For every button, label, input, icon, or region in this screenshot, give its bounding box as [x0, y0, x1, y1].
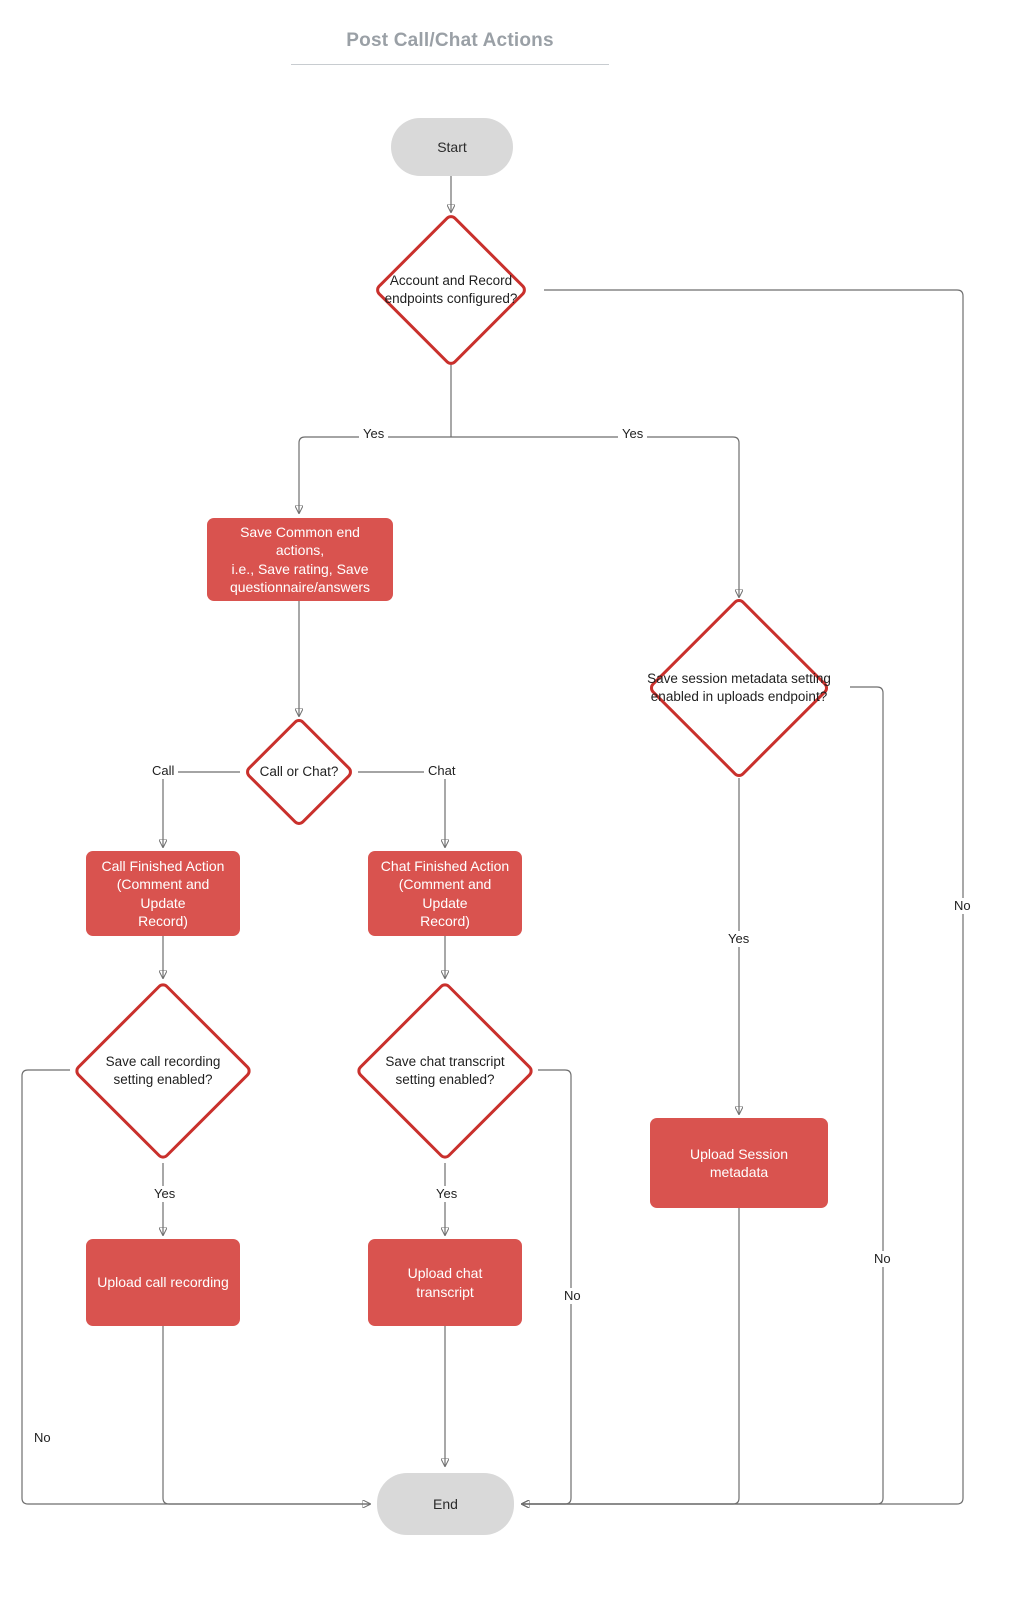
process-line-3: Record): [138, 912, 188, 929]
process-line-1: Upload Session metadata: [689, 1145, 789, 1180]
node-process-call-finished-action[interactable]: Call Finished Action (Comment and Update…: [86, 851, 240, 936]
node-process-chat-finished-action[interactable]: Chat Finished Action (Comment and Update…: [368, 851, 522, 936]
edge-label-branch-chat: Chat: [424, 763, 460, 780]
edge-label-session-meta-yes: Yes: [724, 931, 754, 948]
edge-label-chat-transcript-yes: Yes: [432, 1186, 462, 1203]
edge-endpoints-yes-left: [299, 436, 451, 513]
decision-line-1: Call or Chat?: [259, 764, 339, 780]
node-start[interactable]: Start: [391, 118, 513, 176]
node-decision-call-or-chat[interactable]: Call or Chat?: [240, 716, 358, 828]
node-process-upload-chat-transcript[interactable]: Upload chat transcript: [368, 1239, 522, 1326]
process-line-2: i.e., Save rating, Save: [231, 560, 369, 577]
node-decision-save-chat-transcript[interactable]: Save chat transcript setting enabled?: [352, 978, 538, 1164]
node-end-label: End: [433, 1496, 458, 1512]
edge-label-call-recording-yes: Yes: [150, 1186, 180, 1203]
node-decision-save-call-recording[interactable]: Save call recording setting enabled?: [70, 978, 256, 1164]
page-title: Post Call/Chat Actions: [346, 30, 554, 51]
process-line-1: Chat Finished Action: [380, 857, 510, 874]
decision-line-2: endpoints configured?: [384, 291, 518, 306]
decision-line-2: setting enabled?: [395, 1072, 495, 1087]
decision-line-1: Save call recording: [105, 1054, 221, 1070]
node-decision-save-call-recording-label: Save call recording setting enabled?: [70, 1053, 256, 1089]
node-decision-save-session-metadata[interactable]: Save session metadata setting enabled in…: [628, 596, 850, 780]
node-process-save-common-end-actions[interactable]: Save Common end actions, i.e., Save rati…: [207, 518, 393, 601]
edge-label-session-meta-no: No: [870, 1251, 895, 1268]
process-line-2: (Comment and Update: [398, 876, 492, 911]
node-end[interactable]: End: [377, 1473, 514, 1535]
edge-label-endpoints-no: No: [950, 898, 975, 915]
decision-line-1: Account and Record: [389, 273, 513, 289]
node-start-label: Start: [437, 139, 467, 155]
edge-sessionmeta-no: [522, 686, 884, 1504]
decision-line-1: Save session metadata setting: [647, 671, 831, 687]
process-line-1: Save Common end actions,: [240, 523, 360, 559]
process-line-1: Upload chat transcript: [407, 1265, 483, 1300]
edge-uploadrecording-to-end: [162, 1326, 370, 1504]
edge-label-branch-call: Call: [148, 763, 179, 780]
title-divider: [291, 64, 609, 65]
edge-label-endpoints-yes-left: Yes: [359, 426, 389, 443]
process-line-1: Call Finished Action: [101, 857, 225, 874]
node-decision-endpoints-label: Account and Record endpoints configured?: [358, 272, 544, 308]
process-line-3: Record): [420, 912, 470, 929]
decision-line-1: Save chat transcript: [385, 1054, 505, 1070]
node-decision-endpoints-configured[interactable]: Account and Record endpoints configured?: [358, 212, 544, 368]
node-decision-save-chat-transcript-label: Save chat transcript setting enabled?: [352, 1053, 538, 1089]
edge-branch-call: [163, 771, 240, 847]
node-decision-save-session-metadata-label: Save session metadata setting enabled in…: [628, 670, 850, 706]
edge-label-chat-transcript-no: No: [560, 1288, 585, 1305]
node-process-upload-chat-transcript-label: Upload chat transcript: [378, 1264, 512, 1301]
node-process-upload-session-metadata-label: Upload Session metadata: [660, 1145, 818, 1182]
edge-label-call-recording-no: No: [30, 1430, 55, 1447]
process-line-1: Upload call recording: [97, 1274, 229, 1291]
edge-endpoints-no: [522, 289, 964, 1504]
edge-uploadsession-to-end: [522, 1208, 740, 1504]
edge-recording-no: [21, 1069, 370, 1505]
decision-line-2: enabled in uploads endpoint?: [650, 689, 828, 704]
edge-endpoints-yes-right: [451, 436, 739, 597]
decision-line-2: setting enabled?: [113, 1072, 213, 1087]
process-line-3: questionnaire/answers: [229, 578, 371, 595]
node-process-chat-finished-label: Chat Finished Action (Comment and Update…: [378, 857, 512, 931]
process-line-2: (Comment and Update: [116, 876, 210, 911]
edge-label-endpoints-yes-right: Yes: [618, 426, 648, 443]
node-process-call-finished-label: Call Finished Action (Comment and Update…: [96, 857, 230, 931]
node-process-save-common-label: Save Common end actions, i.e., Save rati…: [217, 523, 383, 597]
node-process-upload-session-metadata[interactable]: Upload Session metadata: [650, 1118, 828, 1208]
node-decision-call-or-chat-label: Call or Chat?: [240, 763, 358, 781]
node-process-upload-call-recording[interactable]: Upload call recording: [86, 1239, 240, 1326]
node-process-upload-call-recording-label: Upload call recording: [97, 1273, 229, 1291]
edge-branch-chat: [358, 771, 445, 847]
